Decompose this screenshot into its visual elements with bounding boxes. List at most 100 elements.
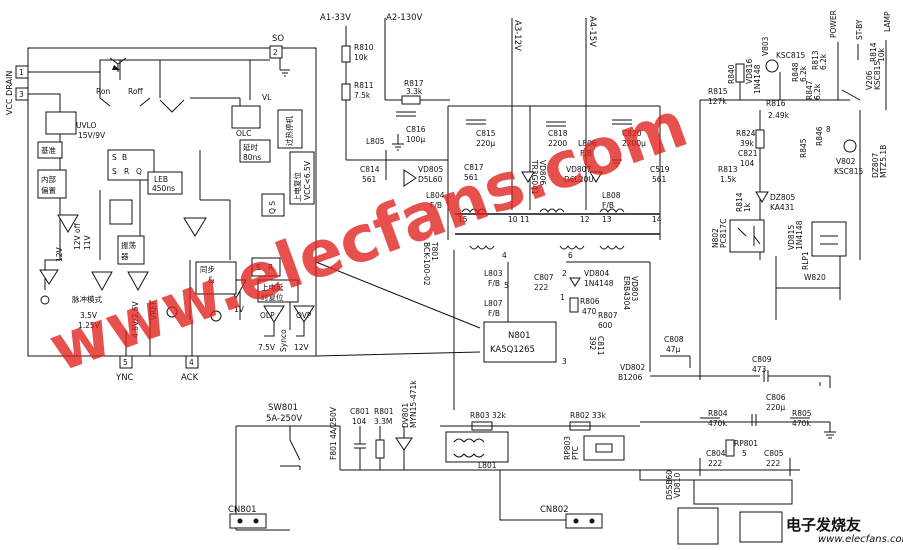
comparator-vref: [127, 271, 149, 292]
lamp-label: LAMP: [883, 11, 892, 32]
t-pin-3: 3: [562, 357, 567, 366]
vcc-drain-label: VCC DRAIN: [5, 71, 14, 115]
pin-3-label: 3: [19, 90, 24, 99]
c519-value: 561: [652, 175, 667, 184]
r813-label: R813: [718, 165, 738, 174]
dz805-label: DZ805: [770, 193, 795, 202]
c815-label: C815: [476, 129, 496, 138]
c817-value: 561: [464, 173, 479, 182]
r813b-value: 6.2k: [819, 53, 828, 70]
ovp-label: OVP: [296, 311, 312, 320]
pulse-v35: 3.5V: [80, 311, 98, 320]
l808-value: F/B: [602, 201, 614, 210]
sr-b: B: [122, 153, 127, 162]
comparator-pulse: [91, 271, 113, 292]
current-source-3: [210, 310, 222, 322]
vd806-value: TR3G041: [530, 159, 539, 195]
r813b-label: R813: [811, 50, 820, 70]
v802-label: V802: [836, 157, 856, 166]
v802-value: KSC815: [834, 167, 863, 176]
c818-label: C818: [548, 129, 568, 138]
r814-label: R814: [735, 192, 744, 212]
c809-value: 473: [752, 365, 767, 374]
vd806-label: VD806: [538, 160, 547, 185]
uvlo-comparator: [45, 111, 77, 135]
cn802-label: CN802: [540, 505, 569, 515]
r804-label: R804: [708, 409, 728, 418]
ref-label: 基准: [41, 145, 56, 155]
r805-label: R805: [792, 409, 812, 418]
power-delay-block: [257, 279, 299, 303]
n801-chip: [483, 321, 557, 363]
vd804-value: 1N4148: [584, 279, 614, 288]
t-pin-15: 15: [458, 215, 468, 224]
cn802-connector: [565, 513, 603, 529]
overheat-label: 过热停机: [284, 116, 294, 146]
r811-label: R811: [354, 81, 374, 90]
bridge-rectangle: [693, 479, 793, 505]
v75-label: 7.5V: [258, 343, 276, 352]
v11-label: 11V: [83, 234, 92, 250]
pin-4-label: 4: [189, 358, 194, 367]
bridge-symbol: [739, 511, 783, 543]
vd803-value: ERB4304: [622, 276, 631, 310]
vd816-label: VD816: [745, 59, 754, 84]
c801-value: 104: [352, 417, 367, 426]
r806-label: R806: [580, 297, 600, 306]
leb-time: 450ns: [152, 184, 175, 193]
ref-block: [37, 141, 63, 159]
comparator-low: [39, 269, 59, 285]
v12-label: 12V: [55, 246, 64, 262]
sr2-s: S: [256, 263, 261, 272]
and-label: &: [208, 276, 215, 286]
rp803-element: [595, 443, 613, 453]
oscillator-block: [117, 235, 145, 265]
r840-label: R840: [727, 64, 736, 84]
r848-label: R848: [791, 62, 800, 82]
t801-value: BCK-100-02: [422, 242, 431, 286]
qs-latch: [261, 193, 285, 217]
c805-label: C805: [764, 449, 784, 458]
l801-label: L801: [478, 461, 497, 470]
c811-label: C811: [596, 336, 605, 356]
sr-latch: [107, 149, 155, 181]
l801-choke: [445, 431, 509, 463]
v1-label: 1V: [234, 305, 245, 314]
vd806-diode: [521, 171, 535, 183]
so-label: SO: [272, 34, 284, 44]
vd815-label: VD815: [787, 225, 796, 250]
v803-label: V803: [761, 36, 770, 56]
t-pin-6: 6: [568, 251, 573, 260]
olc-comparator: [231, 105, 261, 129]
c820-value: 2200μ: [622, 139, 646, 148]
r813-value: 1.5k: [720, 175, 737, 184]
l804-label: L804: [426, 191, 445, 200]
r815-label: R815: [708, 87, 728, 96]
n802-optocoupler: [729, 219, 765, 253]
c806-label: C806: [766, 393, 786, 402]
vd816-value: 1N4148: [753, 64, 762, 94]
dv801-label: DV801: [401, 403, 410, 428]
sw801-label: SW801: [268, 403, 298, 413]
r804-value: 470k: [708, 419, 727, 428]
rp803-ptc: [583, 435, 625, 461]
v803-value: KSC815: [776, 51, 805, 60]
comparator-olp-out: [263, 305, 285, 323]
ack-label: ACK: [181, 373, 199, 383]
r840: [735, 63, 745, 83]
l806-label: L806: [578, 139, 597, 148]
vd802-label: VD802: [620, 363, 645, 372]
r810-label: R810: [354, 43, 374, 52]
c814-label: C814: [360, 165, 380, 174]
sr-s: S: [112, 153, 117, 162]
transformer-t801: 15 10 11 12 13 14 4 6 5 2 1 3 T801 BCK-1…: [422, 208, 662, 366]
pin-5-label: 5: [123, 358, 128, 367]
delay-label: 延时: [243, 142, 258, 152]
c808-value: 47μ: [666, 345, 681, 354]
osc-label-2: 器: [121, 252, 129, 261]
r817-value: 3.3k: [406, 87, 423, 96]
r824: [755, 129, 765, 149]
ync-label: YNC: [115, 373, 134, 383]
v206-label: V206: [865, 70, 874, 90]
